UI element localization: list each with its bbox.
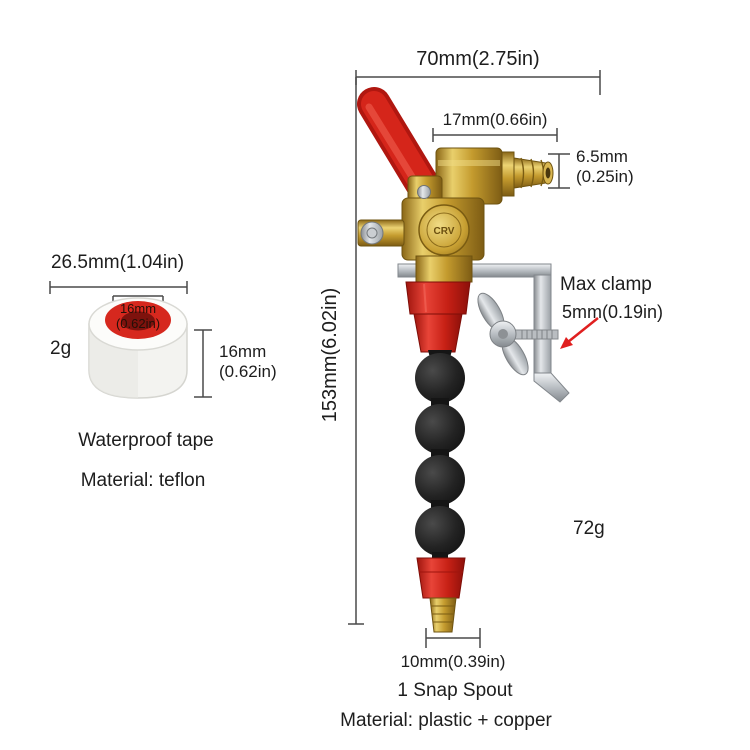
hose-barb-fitting [499,151,554,197]
max-clamp-size-label: 5mm(0.19in) [562,302,664,322]
snap-spout-label: 1 Snap Spout [397,680,513,701]
tape-name-label: Waterproof tape [78,430,214,451]
dim-label-6-5mm-line1: 6.5mm [576,147,628,166]
dim-label-153mm: 153mm(6.02in) [319,287,341,423]
max-clamp-arrow [560,317,599,349]
dim-label-17mm: 17mm(0.66in) [442,110,548,129]
dim-label-16mm-inner: 16mm (0.62in) [108,301,168,332]
dim-label-16mm-inner-line2: (0.62in) [115,316,161,332]
nozzle-base [416,557,466,599]
weight-label-tape: 2g [50,338,72,359]
dim-label-6-5mm: 6.5mm (0.25in) [576,147,634,187]
lever-pivot-screw [417,185,431,199]
dim-label-16mm-inner-line1: 16mm [119,301,157,316]
dim-label-16mm-height-line1: 16mm [219,342,267,361]
valve-marking: CRV [434,226,455,237]
dimension-line-153mm [348,77,364,625]
dim-label-16mm-height-line2: (0.62in) [219,362,277,382]
max-clamp-label: Max clamp [560,274,652,295]
red-connector [405,281,471,353]
dimension-bracket-16mm-height [194,329,212,398]
tape-roll [88,297,188,399]
dim-label-10mm: 10mm(0.39in) [400,652,506,671]
dim-label-26-5mm: 26.5mm(1.04in) [50,252,185,273]
dim-label-16mm-height: 16mm (0.62in) [219,342,277,382]
brass-nozzle-tip [429,597,457,633]
material-label-tape: Material: teflon [80,470,206,491]
dim-label-6-5mm-line2: (0.25in) [576,167,634,187]
dim-label-70mm: 70mm(2.75in) [416,48,540,70]
material-label-main: Material: plastic + copper [340,710,552,731]
weight-label-main: 72g [573,518,605,539]
dimension-line-70mm [355,70,601,95]
wing-nut [477,292,529,376]
dimension-line-26-5mm [49,281,188,294]
valve-body: CRV [357,147,503,283]
dimension-line-17mm [432,128,558,142]
dimension-bracket-6-5mm [548,153,570,189]
flexible-hose [415,350,465,560]
dimension-line-10mm [425,628,481,648]
